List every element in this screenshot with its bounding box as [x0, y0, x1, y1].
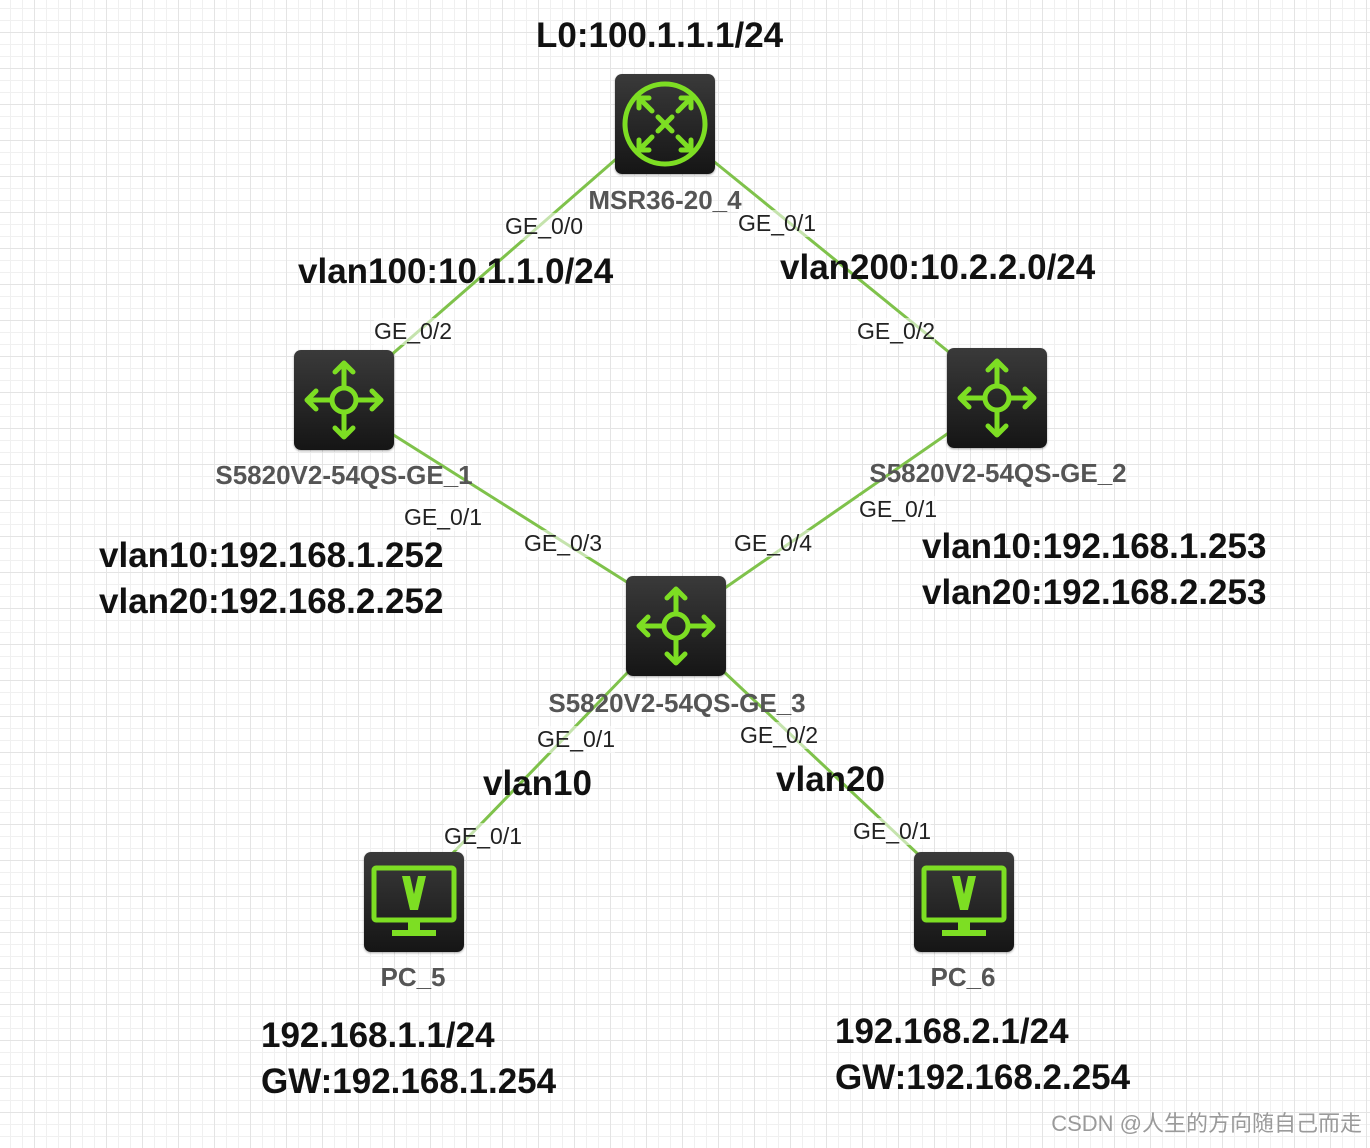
loopback-address: L0:100.1.1.1/24	[536, 16, 784, 55]
port-label-pc5-ge01: GE_0/1	[444, 823, 522, 850]
access-vlan10: vlan10	[483, 764, 592, 803]
sw1-vlan10-address: vlan10:192.168.1.252	[99, 536, 444, 575]
vlan200-note: vlan200:10.2.2.0/24	[780, 245, 1095, 291]
switch-3-name: S5820V2-54QS-GE_3	[548, 688, 806, 718]
router-device[interactable]	[615, 74, 715, 174]
pc-6-name: PC_6	[930, 962, 996, 992]
port-label-sw1-ge01: GE_0/1	[404, 504, 482, 531]
port-label-sw1-ge02: GE_0/2	[374, 318, 452, 345]
switch-3-device[interactable]	[626, 576, 726, 676]
port-label-sw3-ge01: GE_0/1	[537, 726, 615, 753]
switch-1-device[interactable]	[294, 350, 394, 450]
port-label-router-ge01: GE_0/1	[738, 210, 816, 237]
port-label-sw3-ge04: GE_0/4	[734, 530, 812, 557]
port-label-router-ge00: GE_0/0	[505, 213, 583, 240]
pc6-config-note: 192.168.2.1/24 GW:192.168.2.254	[835, 1009, 1130, 1101]
pc5-gateway: GW:192.168.1.254	[261, 1062, 557, 1101]
pc5-ip-address: 192.168.1.1/24	[261, 1016, 495, 1055]
access-vlan20-note: vlan20	[776, 757, 885, 803]
vlan100-note: vlan100:10.1.1.0/24	[298, 249, 613, 295]
watermark: CSDN @人生的方向随自己而走	[1051, 1111, 1362, 1136]
pc-6-device[interactable]	[914, 852, 1014, 952]
switch-1-name: S5820V2-54QS-GE_1	[215, 460, 473, 490]
pc6-gateway: GW:192.168.2.254	[835, 1058, 1131, 1097]
l3-switch-icon	[304, 360, 384, 440]
sw2-vlan10-address: vlan10:192.168.1.253	[922, 527, 1267, 566]
port-label-pc6-ge01: GE_0/1	[853, 818, 931, 845]
pc-5-name: PC_5	[380, 962, 446, 992]
l3-switch-icon	[636, 586, 716, 666]
pc-monitor-icon	[371, 865, 457, 936]
switch-2-device[interactable]	[947, 348, 1047, 448]
pc-5-device[interactable]	[364, 852, 464, 952]
router-name: MSR36-20_4	[588, 185, 742, 215]
router-icon	[622, 81, 708, 167]
link-sw1-sw3[interactable]	[390, 432, 632, 586]
link-sw2-sw3[interactable]	[720, 430, 952, 592]
pc5-config-note: 192.168.1.1/24 GW:192.168.1.254	[261, 1013, 556, 1105]
sw1-svi-note: vlan10:192.168.1.252 vlan20:192.168.2.25…	[99, 533, 443, 625]
sw1-vlan20-address: vlan20:192.168.2.252	[99, 582, 444, 621]
port-label-sw3-ge02: GE_0/2	[740, 722, 818, 749]
access-vlan20: vlan20	[776, 760, 885, 799]
l3-switch-icon	[957, 358, 1037, 438]
port-label-sw2-ge02: GE_0/2	[857, 318, 935, 345]
port-label-sw3-ge03: GE_0/3	[524, 530, 602, 557]
vlan100-subnet: vlan100:10.1.1.0/24	[298, 252, 614, 291]
sw2-vlan20-address: vlan20:192.168.2.253	[922, 573, 1267, 612]
port-label-sw2-ge01: GE_0/1	[859, 496, 937, 523]
switch-2-name: S5820V2-54QS-GE_2	[869, 458, 1127, 488]
vlan200-subnet: vlan200:10.2.2.0/24	[780, 248, 1096, 287]
pc-monitor-icon	[921, 865, 1007, 936]
access-vlan10-note: vlan10	[483, 761, 592, 807]
sw2-svi-note: vlan10:192.168.1.253 vlan20:192.168.2.25…	[922, 524, 1266, 616]
loopback-note: L0:100.1.1.1/24	[536, 13, 783, 59]
pc6-ip-address: 192.168.2.1/24	[835, 1012, 1069, 1051]
